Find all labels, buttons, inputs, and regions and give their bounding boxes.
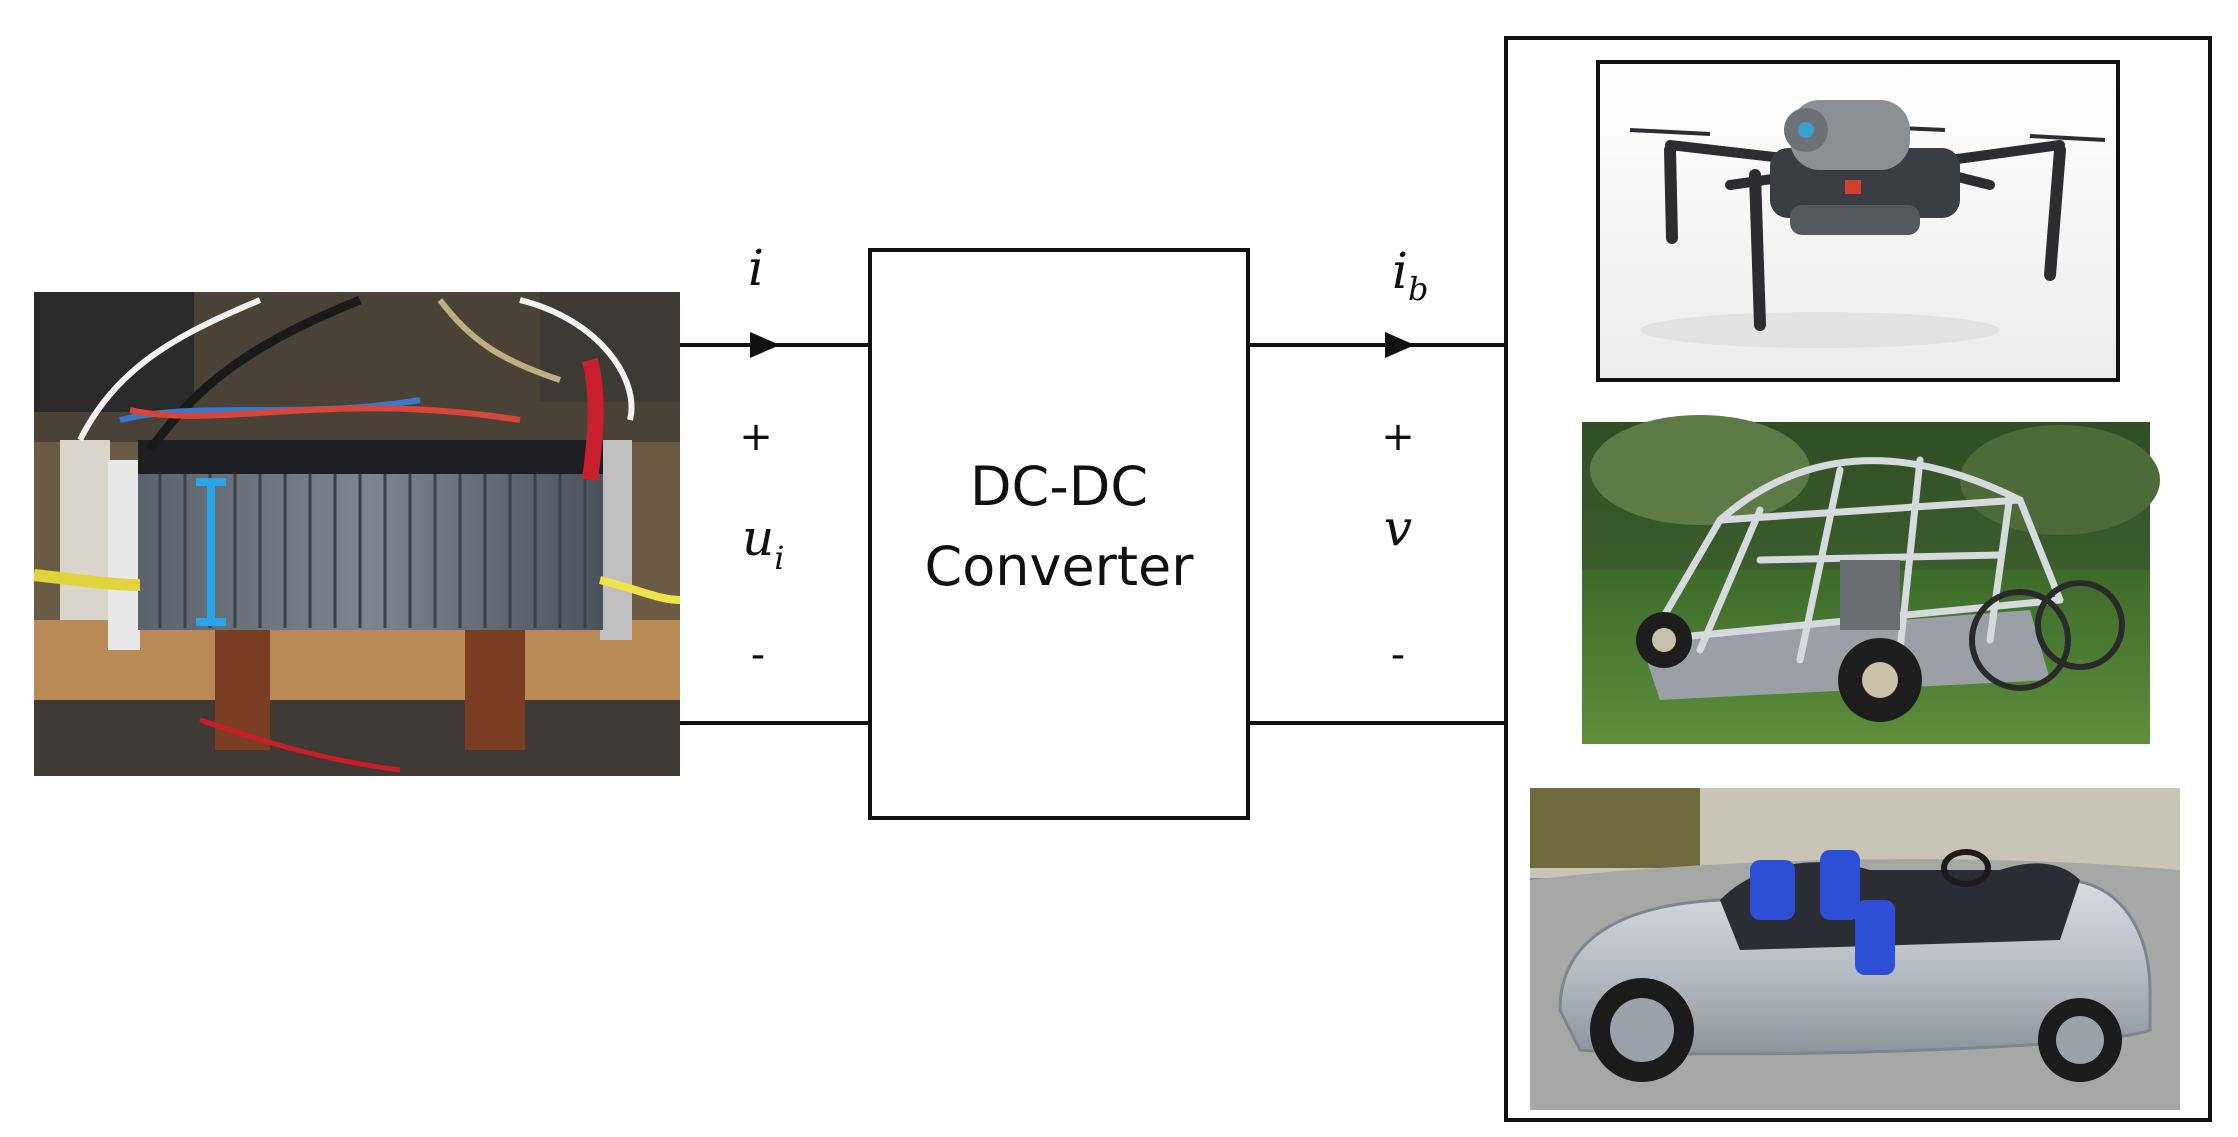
output-current-subscript: b: [1408, 270, 1428, 308]
dc-dc-converter-block: [868, 248, 1250, 820]
output-minus-sign: -: [1391, 632, 1405, 678]
drone-photo: [1596, 60, 2120, 382]
input-voltage-subscript: i: [774, 539, 784, 577]
converter-label-line2: Converter: [925, 535, 1195, 598]
output-plus-sign: +: [1381, 414, 1415, 460]
input-voltage-label: ui: [742, 509, 784, 577]
output-wires: [1248, 343, 1506, 725]
sports-car-photo: [1530, 788, 2180, 1110]
input-current-arrow: [750, 332, 780, 358]
input-current-label: i: [748, 239, 764, 297]
input-minus-sign: -: [751, 632, 765, 678]
fuel-cell-stack-photo: [33, 292, 681, 776]
input-plus-sign: +: [739, 414, 773, 460]
output-current-label: ib: [1392, 242, 1428, 308]
output-voltage-label: v: [1384, 499, 1412, 557]
input-wires: [680, 343, 870, 725]
converter-label-line1: DC-DC: [970, 455, 1148, 518]
tubular-frame-vehicle-photo: [1582, 415, 2160, 744]
output-current-arrow: [1385, 332, 1415, 358]
